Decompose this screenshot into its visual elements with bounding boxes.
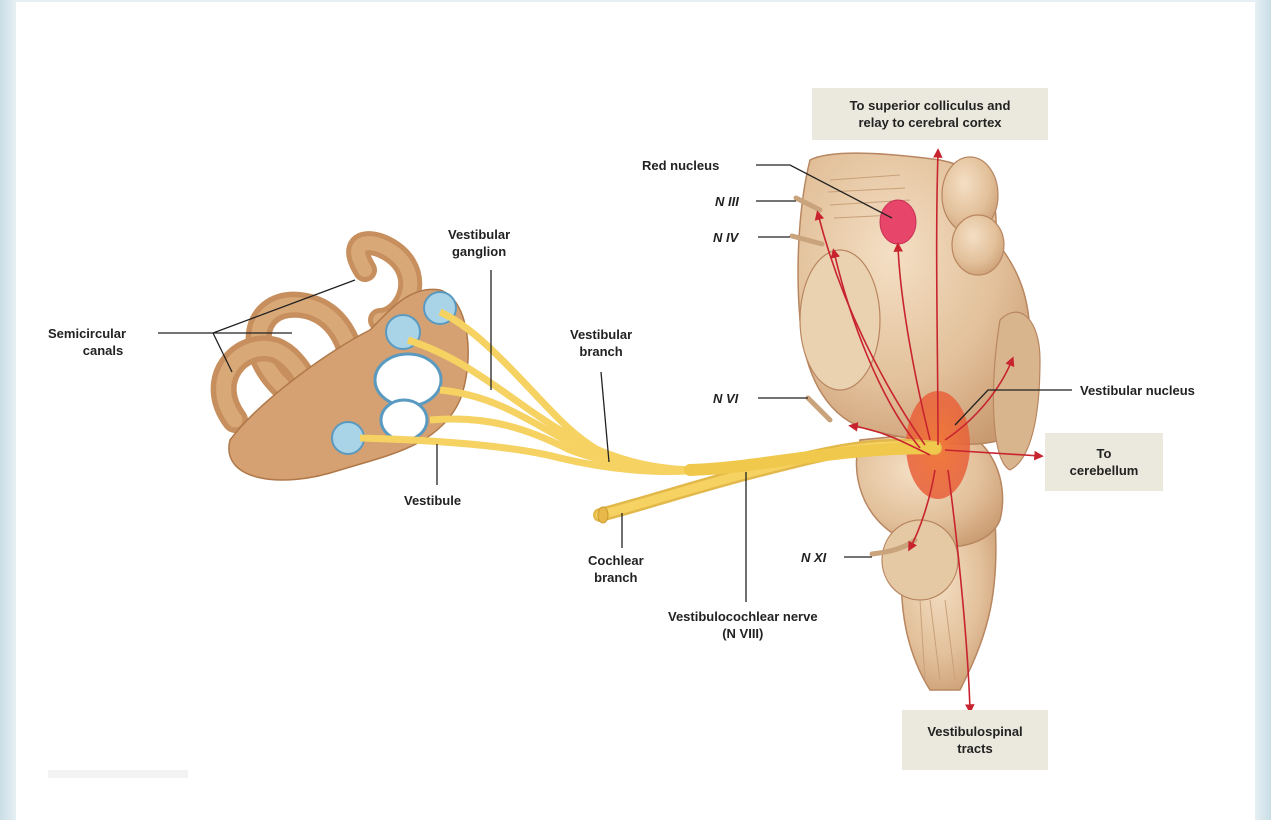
cerebellar-peduncle <box>993 312 1040 470</box>
box-sc-line1: To superior colliculus and <box>850 97 1011 114</box>
label-n11: N XI <box>801 549 826 566</box>
cochlear-cut-end <box>598 507 608 523</box>
label-cb-line1: Cochlear <box>588 552 644 569</box>
box-cb-line1: To <box>1070 445 1139 462</box>
red-nucleus <box>880 200 916 244</box>
label-vb-line1: Vestibular <box>570 326 632 343</box>
box-vs-line2: tracts <box>927 740 1022 757</box>
box-cb-line2: cerebellum <box>1070 462 1139 479</box>
faint-watermark <box>48 770 188 778</box>
box-sc-line2: relay to cerebral cortex <box>850 114 1011 131</box>
label-vb-line2: branch <box>570 343 632 360</box>
pons-bulge <box>800 250 880 390</box>
label-semicircular-line1: Semicircular <box>48 325 126 342</box>
label-vg-line1: Vestibular <box>448 226 510 243</box>
label-vestibulocochlear-nerve: Vestibulocochlear nerve (N VIII) <box>668 608 818 642</box>
label-vg-line2: ganglion <box>448 243 510 260</box>
box-cerebellum: To cerebellum <box>1045 433 1163 491</box>
box-vs-line1: Vestibulospinal <box>927 723 1022 740</box>
label-vn-line1: Vestibulocochlear nerve <box>668 608 818 625</box>
label-vestibule: Vestibule <box>404 492 461 509</box>
label-semicircular-line2: canals <box>48 342 126 359</box>
label-vestibular-nucleus: Vestibular nucleus <box>1080 382 1195 399</box>
label-n6: N VI <box>713 390 738 407</box>
olive-bulge <box>882 520 958 600</box>
label-semicircular-canals: Semicircular canals <box>48 325 126 359</box>
midbrain-lobe-lower <box>952 215 1004 275</box>
label-vestibular-ganglion: Vestibular ganglion <box>448 226 510 260</box>
box-superior-colliculus: To superior colliculus and relay to cere… <box>812 88 1048 140</box>
label-vestibular-branch: Vestibular branch <box>570 326 632 360</box>
ampulla-3 <box>332 422 364 454</box>
saccule <box>381 400 427 440</box>
label-red-nucleus: Red nucleus <box>642 157 719 174</box>
box-vestibulospinal: Vestibulospinal tracts <box>902 710 1048 770</box>
brainstem <box>792 153 1040 690</box>
label-cochlear-branch: Cochlear branch <box>588 552 644 586</box>
label-n4: N IV <box>713 229 738 246</box>
utricle <box>375 354 441 406</box>
label-n3: N III <box>715 193 739 210</box>
label-vn-line2: (N VIII) <box>668 625 818 642</box>
label-cb-line2: branch <box>588 569 644 586</box>
